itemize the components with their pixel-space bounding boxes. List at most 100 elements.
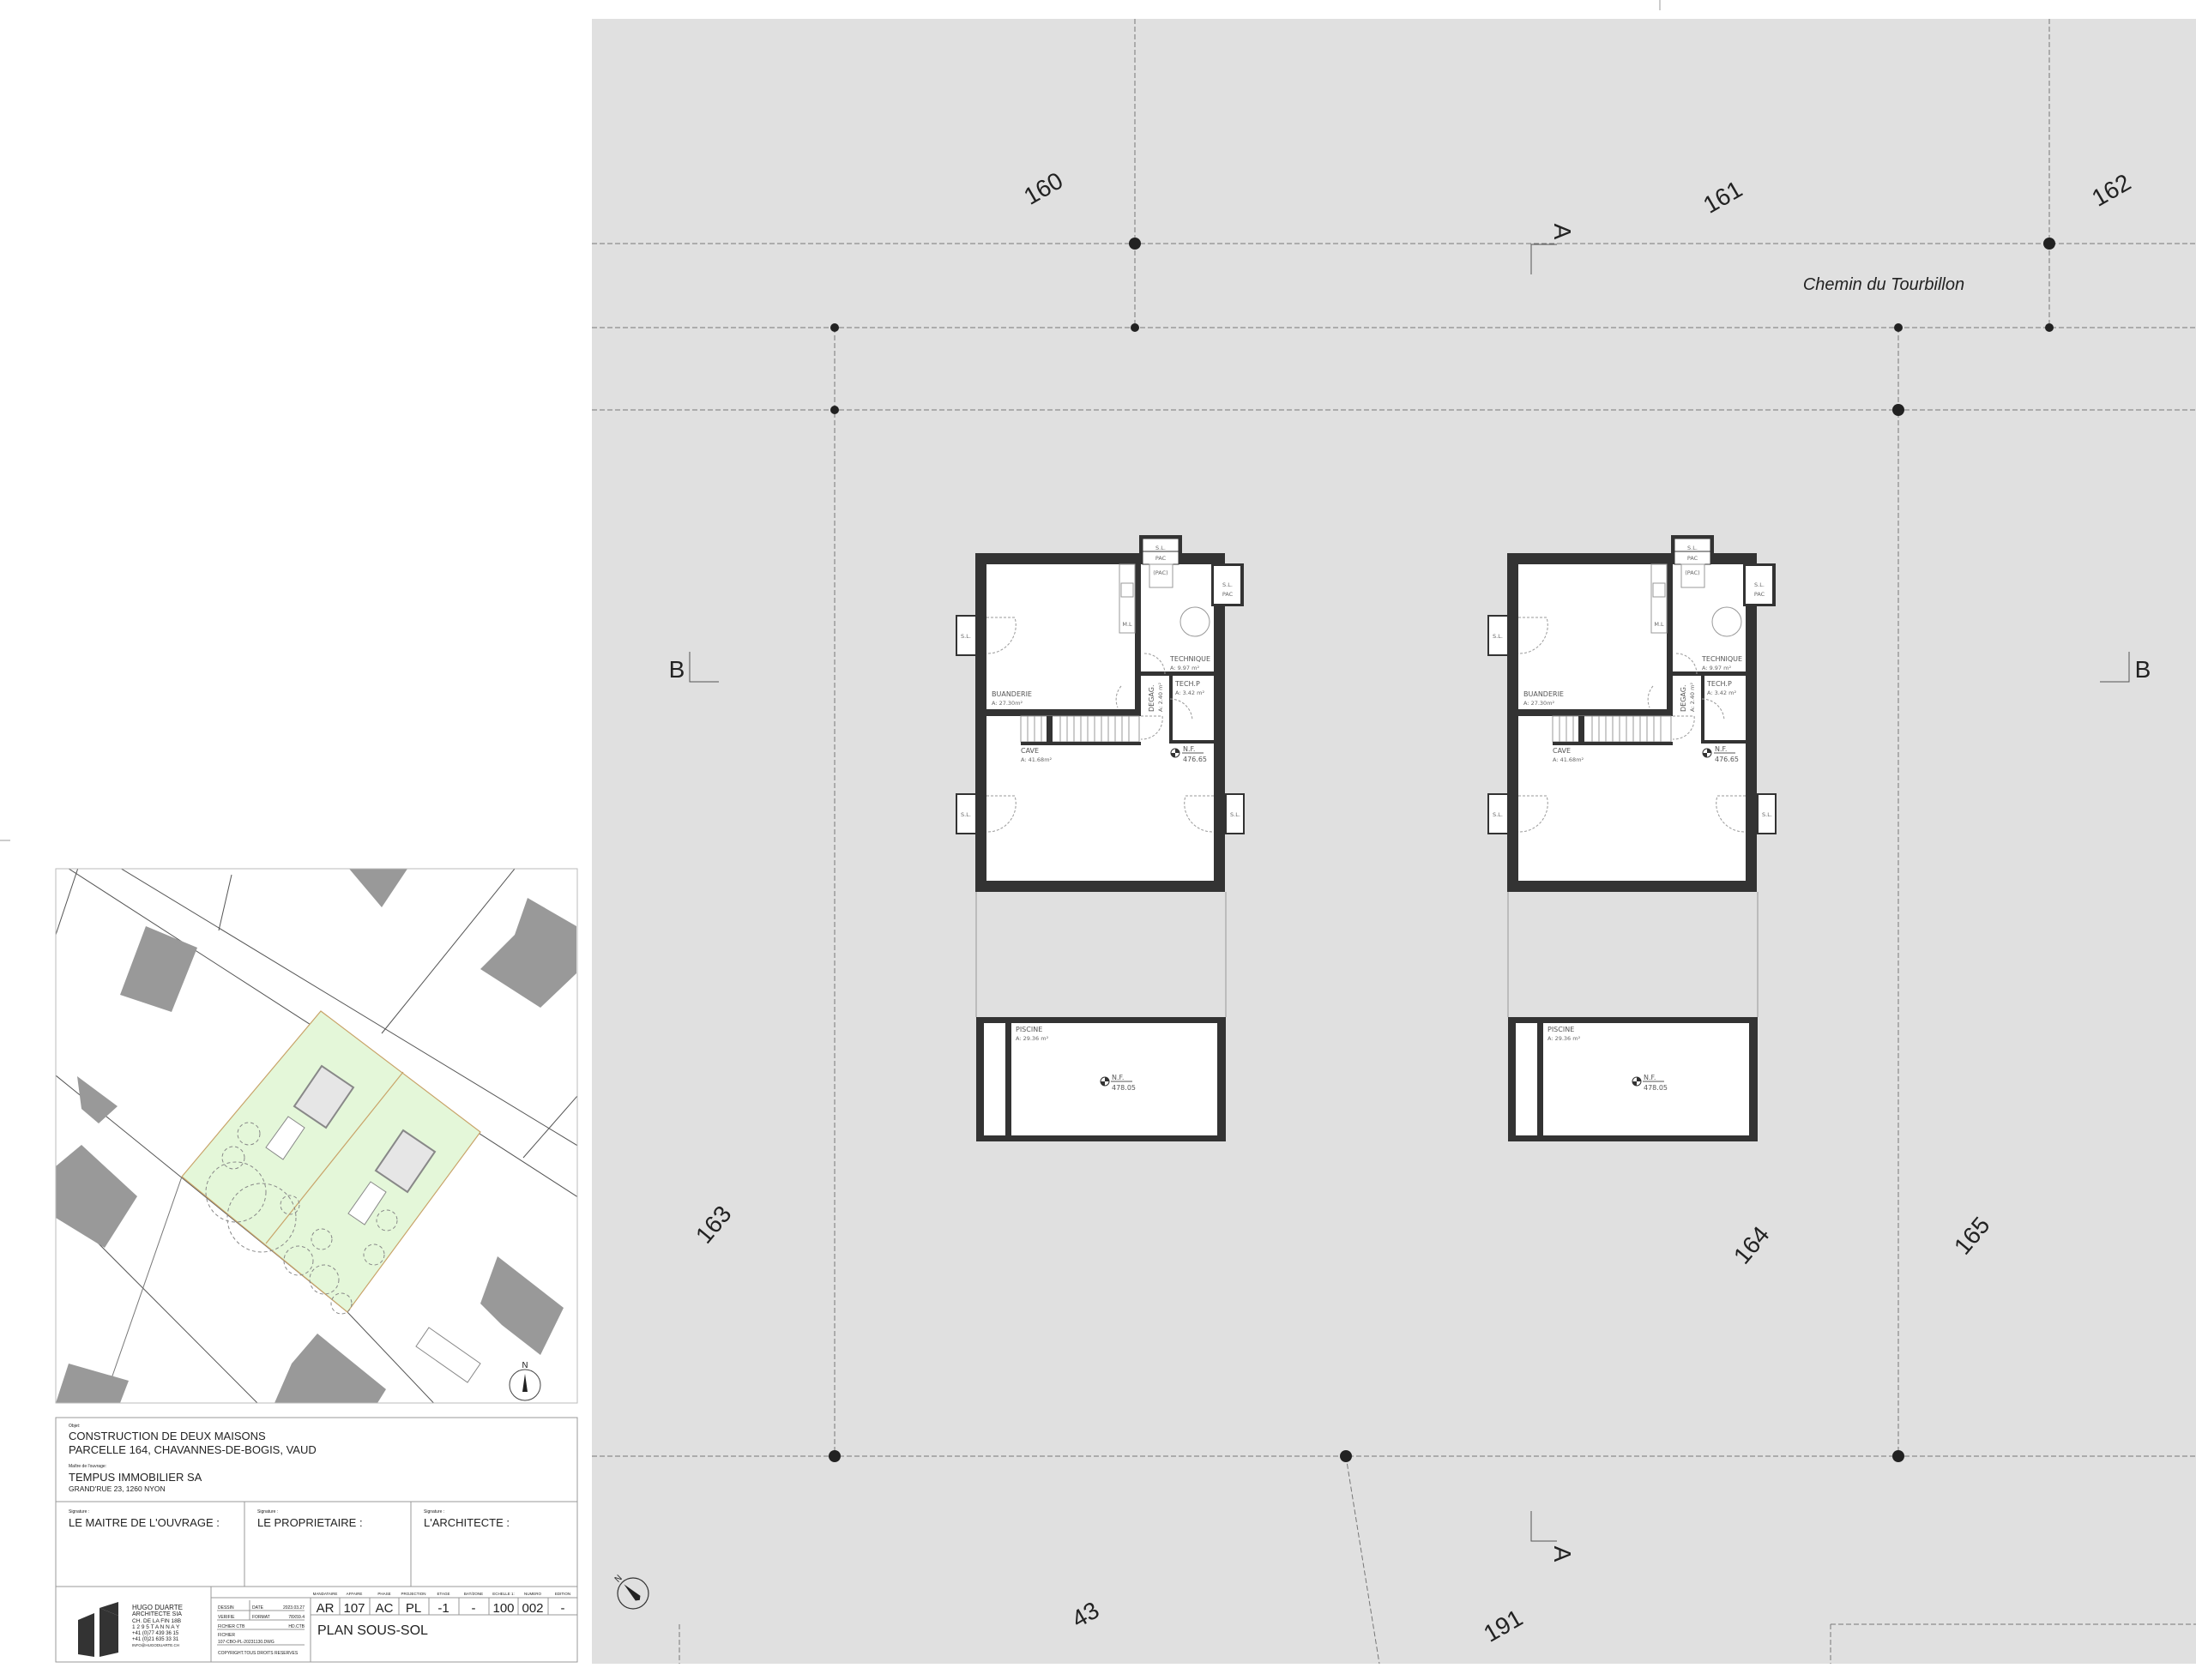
- light-well-pac-top-label: S.L.: [1687, 545, 1698, 551]
- floor-level-label: N.F.: [1715, 745, 1727, 753]
- trees: [205, 1122, 398, 1315]
- svg-text:MANDATAIRE: MANDATAIRE: [313, 1592, 338, 1596]
- light-well-pac-top-label: S.L.: [1155, 545, 1166, 551]
- svg-text:B: B: [2135, 656, 2151, 683]
- light-well-left-upper: S.L.: [956, 615, 977, 656]
- svg-text:S.L.: S.L.: [961, 811, 971, 818]
- owner-name: TEMPUS IMMOBILIER SA: [69, 1471, 202, 1484]
- plan-background: [592, 19, 2196, 1664]
- light-well-left-upper: S.L.: [1487, 615, 1509, 656]
- room-buanderie: BUANDERIE: [992, 690, 1032, 698]
- room-degag-area: A: 2.40 m²: [1689, 683, 1696, 712]
- svg-text:ETAGE: ETAGE: [437, 1592, 450, 1596]
- interior-floor: [1518, 564, 1746, 881]
- door-swings: [1517, 617, 1747, 833]
- pac-label: (PAC): [1153, 569, 1167, 576]
- pool-level-value: 478.05: [1112, 1084, 1136, 1092]
- svg-text:HUGO DUARTE: HUGO DUARTE: [132, 1604, 183, 1611]
- svg-text:PAC: PAC: [1754, 591, 1765, 598]
- light-well-pac-right-label: S.L.: [1754, 581, 1765, 588]
- room-piscine-area: A: 29.36 m²: [1547, 1035, 1581, 1042]
- project-title: CONSTRUCTION DE DEUX MAISONS: [69, 1430, 266, 1442]
- drawing-title: PLAN SOUS-SOL: [317, 1623, 428, 1638]
- light-well-right-lower: S.L.: [1757, 793, 1777, 834]
- room-cave-area: A: 41.68m²: [1553, 756, 1584, 763]
- svg-text:ARCHITECTE SIA: ARCHITECTE SIA: [132, 1611, 182, 1617]
- svg-text:FICHIER: FICHIER: [218, 1633, 235, 1638]
- floor-level-value: 476.65: [1183, 756, 1207, 763]
- room-cave-area: A: 41.68m²: [1021, 756, 1053, 763]
- svg-text:PROJECTION: PROJECTION: [401, 1592, 425, 1596]
- site-plan-frame: [55, 868, 578, 1404]
- boundary-markers: [829, 238, 2055, 1462]
- svg-text:AFFAIRE: AFFAIRE: [347, 1592, 363, 1596]
- svg-text:EDITION: EDITION: [555, 1592, 570, 1596]
- code-mandataire: AR: [317, 1601, 335, 1616]
- room-buanderie: BUANDERIE: [1523, 690, 1564, 698]
- section-mark-a-bottom: A: [1530, 1511, 1576, 1563]
- swimming-pool: PISCINE A: 29.36 m² N.F. 478.05: [1508, 1017, 1758, 1141]
- floor-level-value: 476.65: [1715, 756, 1739, 763]
- interior-wall: [986, 709, 1141, 716]
- code-etage: -1: [437, 1601, 449, 1616]
- room-degag: DEGAG.: [1680, 685, 1687, 713]
- svg-text:+41 (0)77 439 36 15: +41 (0)77 439 36 15: [132, 1631, 179, 1636]
- level-marker-icon: [1702, 748, 1712, 758]
- level-marker-icon: [1100, 1076, 1110, 1087]
- section-mark-b-right: B: [2100, 652, 2151, 683]
- section-mark-b-left: B: [669, 652, 719, 683]
- svg-text:INFO@HUGODUARTE.CH: INFO@HUGODUARTE.CH: [132, 1643, 179, 1647]
- svg-text:DESSIN: DESSIN: [218, 1605, 234, 1611]
- site-plan: N: [55, 868, 578, 1404]
- svg-text:BAT/ZONE: BAT/ZONE: [464, 1592, 483, 1596]
- svg-text:Objet:: Objet:: [69, 1424, 80, 1429]
- title-block-text: Objet: CONSTRUCTION DE DEUX MAISONS PARC…: [69, 1424, 570, 1657]
- level-marker-icon: [1632, 1076, 1642, 1087]
- room-piscine-area: A: 29.36 m²: [1016, 1035, 1049, 1042]
- room-technique-area: A: 9.97 m²: [1702, 665, 1731, 671]
- site-north-arrow-icon: N: [509, 1361, 541, 1401]
- svg-text:ECHELLE 1:: ECHELLE 1:: [492, 1592, 515, 1596]
- pool-level-label: N.F.: [1644, 1074, 1656, 1081]
- pool-level-value: 478.05: [1644, 1084, 1668, 1092]
- pac-label: (PAC): [1685, 569, 1699, 576]
- svg-text:A: A: [1549, 224, 1576, 240]
- light-well-left-lower: S.L.: [1487, 793, 1509, 834]
- owner-address: GRAND'RUE 23, 1260 NYON: [69, 1484, 166, 1493]
- room-technique: TECHNIQUE: [1169, 655, 1210, 663]
- light-well-right-lower: S.L.: [1225, 793, 1245, 834]
- svg-text:S.L.: S.L.: [961, 633, 971, 640]
- svg-text:CH. DE LA FIN 18B: CH. DE LA FIN 18B: [132, 1618, 181, 1624]
- code-affaire: 107: [343, 1601, 365, 1616]
- svg-text:HD.CTB: HD.CTB: [288, 1624, 305, 1629]
- interior-wall: [1667, 564, 1673, 716]
- code-bat-zone: -: [472, 1601, 476, 1616]
- svg-text:N: N: [522, 1361, 528, 1370]
- heat-pump-unit: [1680, 563, 1705, 588]
- svg-text:2023.03.27: 2023.03.27: [283, 1605, 305, 1611]
- architect-logo: [78, 1602, 118, 1657]
- room-tech-p-area: A: 3.42 m²: [1707, 689, 1736, 696]
- house: S.L. S.L. S.L. S.L. PAC S.L. PAC (PAC) M…: [956, 535, 1245, 1141]
- room-tech-p: TECH.P: [1706, 680, 1732, 688]
- level-marker-icon: [1170, 748, 1180, 758]
- svg-text:FICHIER CTB: FICHIER CTB: [218, 1624, 245, 1629]
- light-well-pac-right-label: S.L.: [1222, 581, 1233, 588]
- svg-text:PAC: PAC: [1687, 555, 1698, 562]
- room-tech-p-area: A: 3.42 m²: [1175, 689, 1204, 696]
- floor-level-label: N.F.: [1183, 745, 1195, 753]
- code-projection: PL: [406, 1601, 421, 1616]
- svg-text:DATE: DATE: [252, 1605, 264, 1611]
- svg-text:NUMERO: NUMERO: [524, 1592, 541, 1596]
- room-degag-area: A: 2.40 m²: [1157, 683, 1164, 712]
- svg-text:A: A: [1549, 1546, 1576, 1563]
- room-degag: DEGAG.: [1148, 685, 1155, 713]
- svg-text:S.L.: S.L.: [1230, 811, 1240, 818]
- room-cave: CAVE: [1021, 747, 1039, 755]
- svg-text:PHASE: PHASE: [377, 1592, 390, 1596]
- svg-text:FORMAT: FORMAT: [252, 1615, 270, 1620]
- room-buanderie-area: A: 27.30m²: [1523, 700, 1555, 707]
- heat-pump-unit: [1149, 563, 1173, 588]
- north-arrow-icon: N: [613, 1574, 649, 1610]
